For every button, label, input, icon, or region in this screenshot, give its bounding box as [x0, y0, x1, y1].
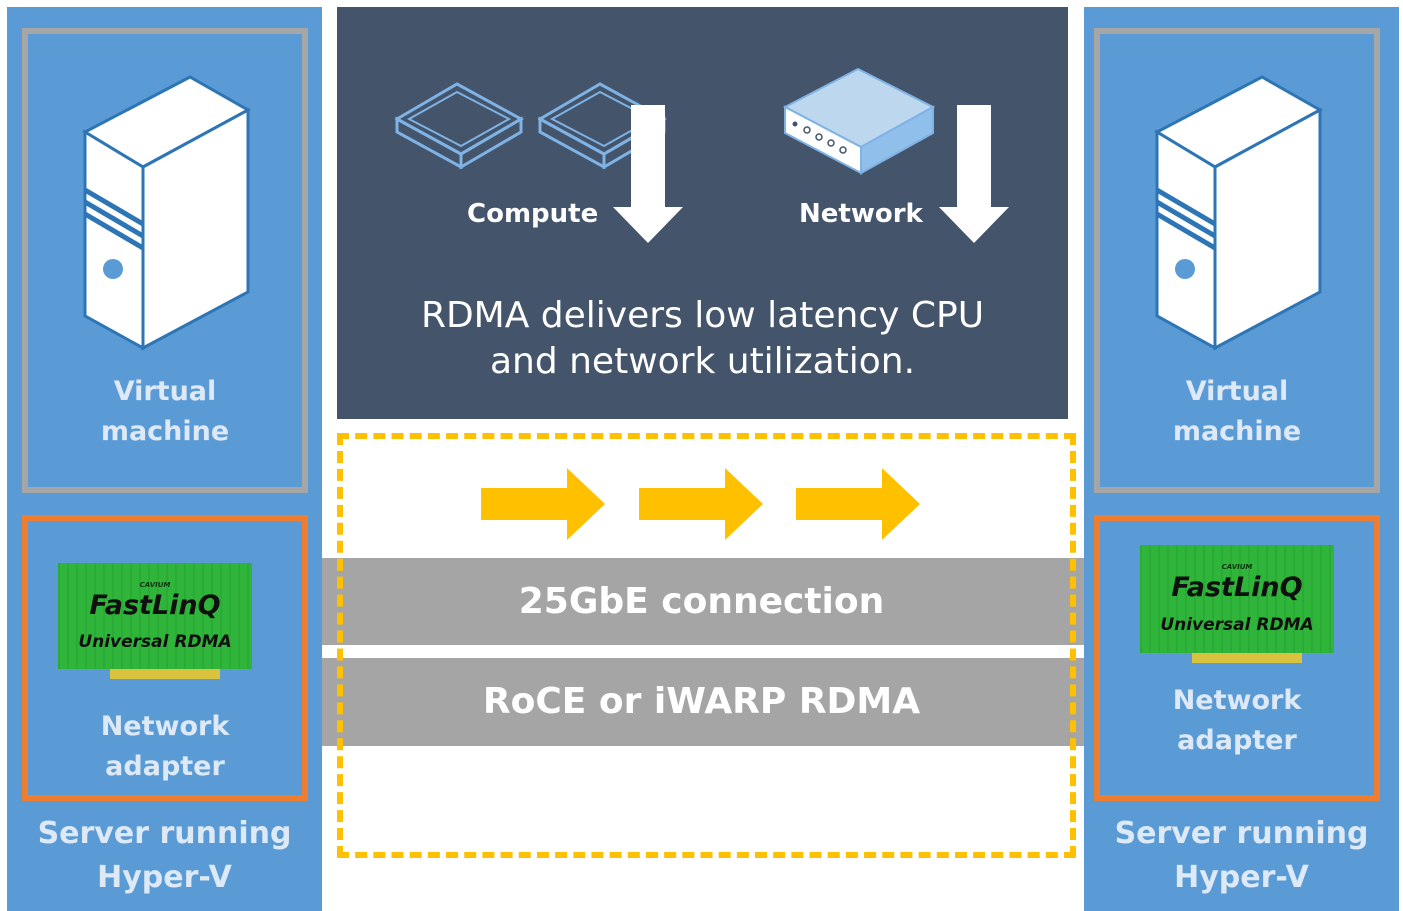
rdma-data-path — [337, 433, 1076, 858]
right-vm-box: Virtual machine — [1094, 28, 1380, 493]
left-server-label: Server running Hyper-V — [37, 816, 292, 895]
adapter-subtitle: Universal RDMA — [78, 632, 232, 652]
network-card-icon: CAVIUM FastLinQ Universal RDMA — [1140, 545, 1334, 663]
server-tower-icon — [1153, 75, 1324, 351]
down-arrow-icon — [939, 105, 1009, 243]
left-adapter-label: Network adapter — [100, 711, 230, 782]
right-arrow-icon — [796, 468, 920, 540]
left-server: Virtual machine CAVIUM FastLinQ Universa… — [7, 7, 322, 911]
right-server-label: Server running Hyper-V — [1114, 816, 1369, 895]
right-arrow-icon — [481, 468, 605, 540]
right-adapter-label: Network adapter — [1172, 685, 1302, 756]
connection-bar-25gbe: 25GbE connection — [303, 558, 1100, 645]
rdma-benefits-panel: Compute Network RDMA delivers low latenc… — [337, 7, 1068, 419]
connection-bar-rdma: RoCE or iWARP RDMA — [303, 658, 1100, 746]
right-server: Virtual machine CAVIUM FastLinQ Universa… — [1084, 7, 1399, 911]
right-vm-label: Virtual machine — [1172, 376, 1302, 447]
left-vm-box: Virtual machine — [22, 28, 308, 493]
blade-server-icon — [395, 82, 525, 169]
right-arrow-icon — [639, 468, 763, 540]
adapter-maker: CAVIUM — [1221, 563, 1253, 571]
left-vm-label: Virtual machine — [100, 376, 230, 447]
left-nic-box: CAVIUM FastLinQ Universal RDMA Network a… — [22, 515, 308, 801]
network-card-icon: CAVIUM FastLinQ Universal RDMA — [58, 563, 252, 679]
network-label: Network — [799, 199, 923, 229]
card-connector — [110, 669, 220, 679]
rdma-message: RDMA delivers low latency CPU and networ… — [420, 295, 985, 382]
adapter-brand: FastLinQ — [1171, 572, 1303, 603]
compute-label: Compute — [467, 199, 599, 229]
adapter-subtitle: Universal RDMA — [1160, 615, 1314, 635]
card-connector — [1192, 653, 1302, 663]
connection-bar-rdma-label: RoCE or iWARP RDMA — [482, 681, 921, 722]
adapter-maker: CAVIUM — [139, 581, 171, 589]
server-tower-icon — [81, 75, 252, 351]
right-nic-box: CAVIUM FastLinQ Universal RDMA Network a… — [1094, 515, 1380, 801]
adapter-brand: FastLinQ — [89, 590, 221, 621]
connection-bar-25gbe-label: 25GbE connection — [518, 581, 885, 622]
network-appliance-icon — [783, 67, 935, 175]
down-arrow-icon — [613, 105, 683, 243]
